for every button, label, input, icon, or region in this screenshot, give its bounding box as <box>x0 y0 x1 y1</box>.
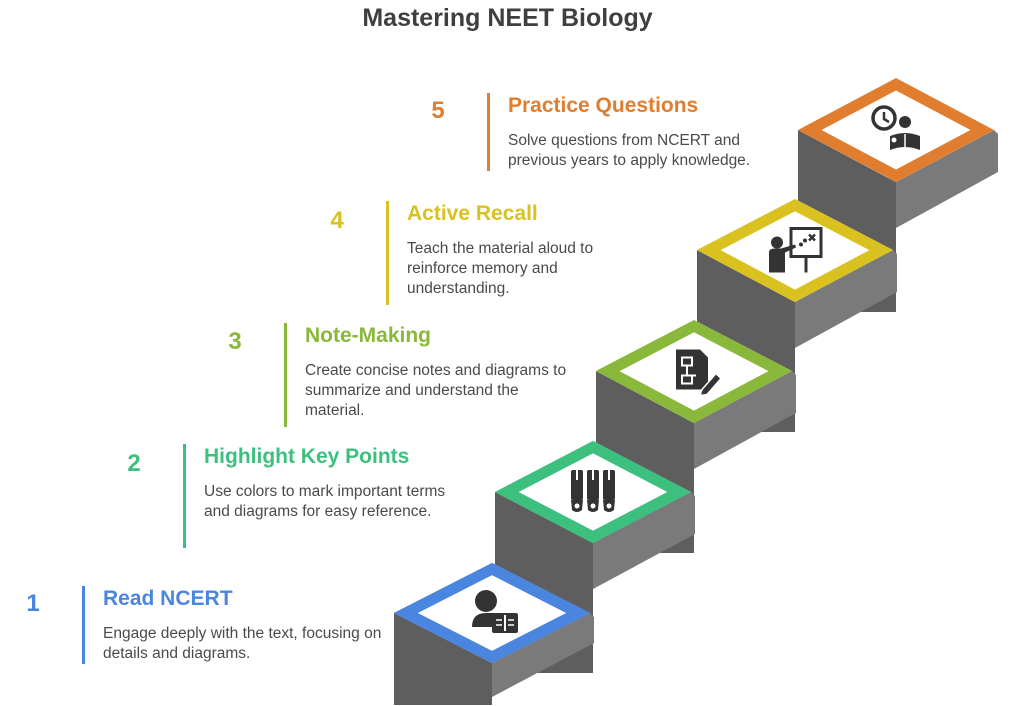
step-5-number: 5 <box>431 97 445 124</box>
step-2-number: 2 <box>127 450 141 477</box>
step-5-right-face <box>896 130 998 228</box>
reading-student-icon <box>472 590 518 633</box>
step-5-heading: Practice Questions <box>508 94 699 117</box>
teacher-board-icon <box>769 227 823 273</box>
highlighter-markers-icon <box>571 470 615 512</box>
step-2-right-face <box>593 492 695 589</box>
step-2-heading: Highlight Key Points <box>204 445 410 468</box>
step-1-right-face <box>492 613 594 697</box>
step-3-text: Note-Making Create concise notes and dia… <box>284 323 580 427</box>
step-1-description: Engage deeply with the text, focusing on… <box>103 625 382 662</box>
step-2-description: Use colors to mark important terms and d… <box>204 483 446 520</box>
step-4-text: Active Recall Teach the material aloud t… <box>386 201 622 305</box>
step-1-number: 1 <box>26 590 40 617</box>
step-1-left-face <box>394 613 492 705</box>
step-3-number: 3 <box>228 328 242 355</box>
step-4-number: 4 <box>330 207 344 234</box>
step-4-diamond <box>696 198 894 303</box>
step-1-text: Read NCERT Engage deeply with the text, … <box>82 586 393 664</box>
step-1-heading: Read NCERT <box>103 587 233 610</box>
step-3-heading: Note-Making <box>305 324 431 347</box>
step-5-text: Practice Questions Solve questions from … <box>487 93 778 171</box>
step-4-description: Teach the material aloud to reinforce me… <box>407 240 594 297</box>
step-3-description: Create concise notes and diagrams to sum… <box>305 362 567 419</box>
step-3-right-face <box>694 371 796 469</box>
step-4-right-face <box>795 250 897 348</box>
step-5-diamond <box>798 78 994 182</box>
diagram-title: Mastering NEET Biology <box>362 4 653 32</box>
note-edit-icon <box>676 349 723 397</box>
step-5-description: Solve questions from NCERT and previous … <box>508 132 751 169</box>
step-4-heading: Active Recall <box>407 202 538 225</box>
step-2-text: Highlight Key Points Use colors to mark … <box>183 444 449 548</box>
timed-study-icon <box>871 105 920 150</box>
